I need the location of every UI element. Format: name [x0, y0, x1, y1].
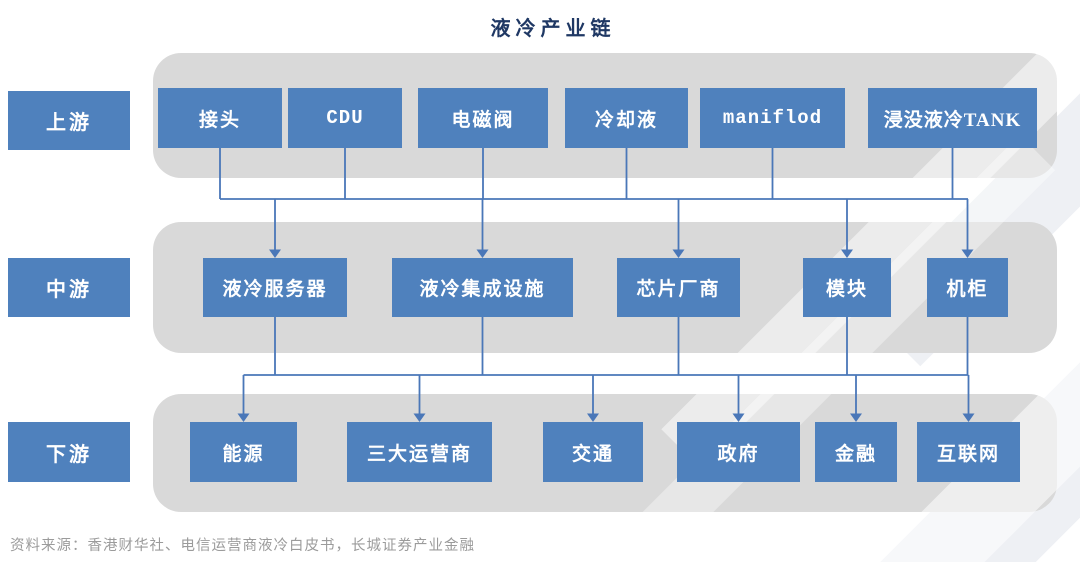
node-immersion-tank: 浸没液冷TANK [868, 88, 1037, 148]
node-chip-manufacturer: 芯片厂商 [617, 258, 740, 317]
node-telecom-operators: 三大运营商 [347, 422, 492, 482]
node-cabinet: 机柜 [927, 258, 1008, 317]
source-note: 资料来源：香港财华社、电信运营商液冷白皮书，长城证券产业金融 [10, 538, 475, 554]
node-manifold: maniflod [700, 88, 845, 148]
row-label-upstream: 上游 [8, 91, 130, 150]
node-connector: 接头 [158, 88, 282, 148]
node-transportation: 交通 [543, 422, 643, 482]
node-cdu: CDU [288, 88, 402, 148]
diagram-title: 液冷产业链 [490, 18, 616, 40]
node-liquid-cooling-server: 液冷服务器 [203, 258, 347, 317]
node-liquid-cooling-integration: 液冷集成设施 [392, 258, 573, 317]
row-label-midstream: 中游 [8, 258, 130, 317]
node-module: 模块 [803, 258, 891, 317]
node-finance: 金融 [815, 422, 897, 482]
node-coolant: 冷却液 [565, 88, 688, 148]
node-internet: 互联网 [917, 422, 1020, 482]
node-solenoid-valve: 电磁阀 [418, 88, 548, 148]
row-label-downstream: 下游 [8, 422, 130, 482]
node-energy: 能源 [190, 422, 297, 482]
node-government: 政府 [677, 422, 800, 482]
